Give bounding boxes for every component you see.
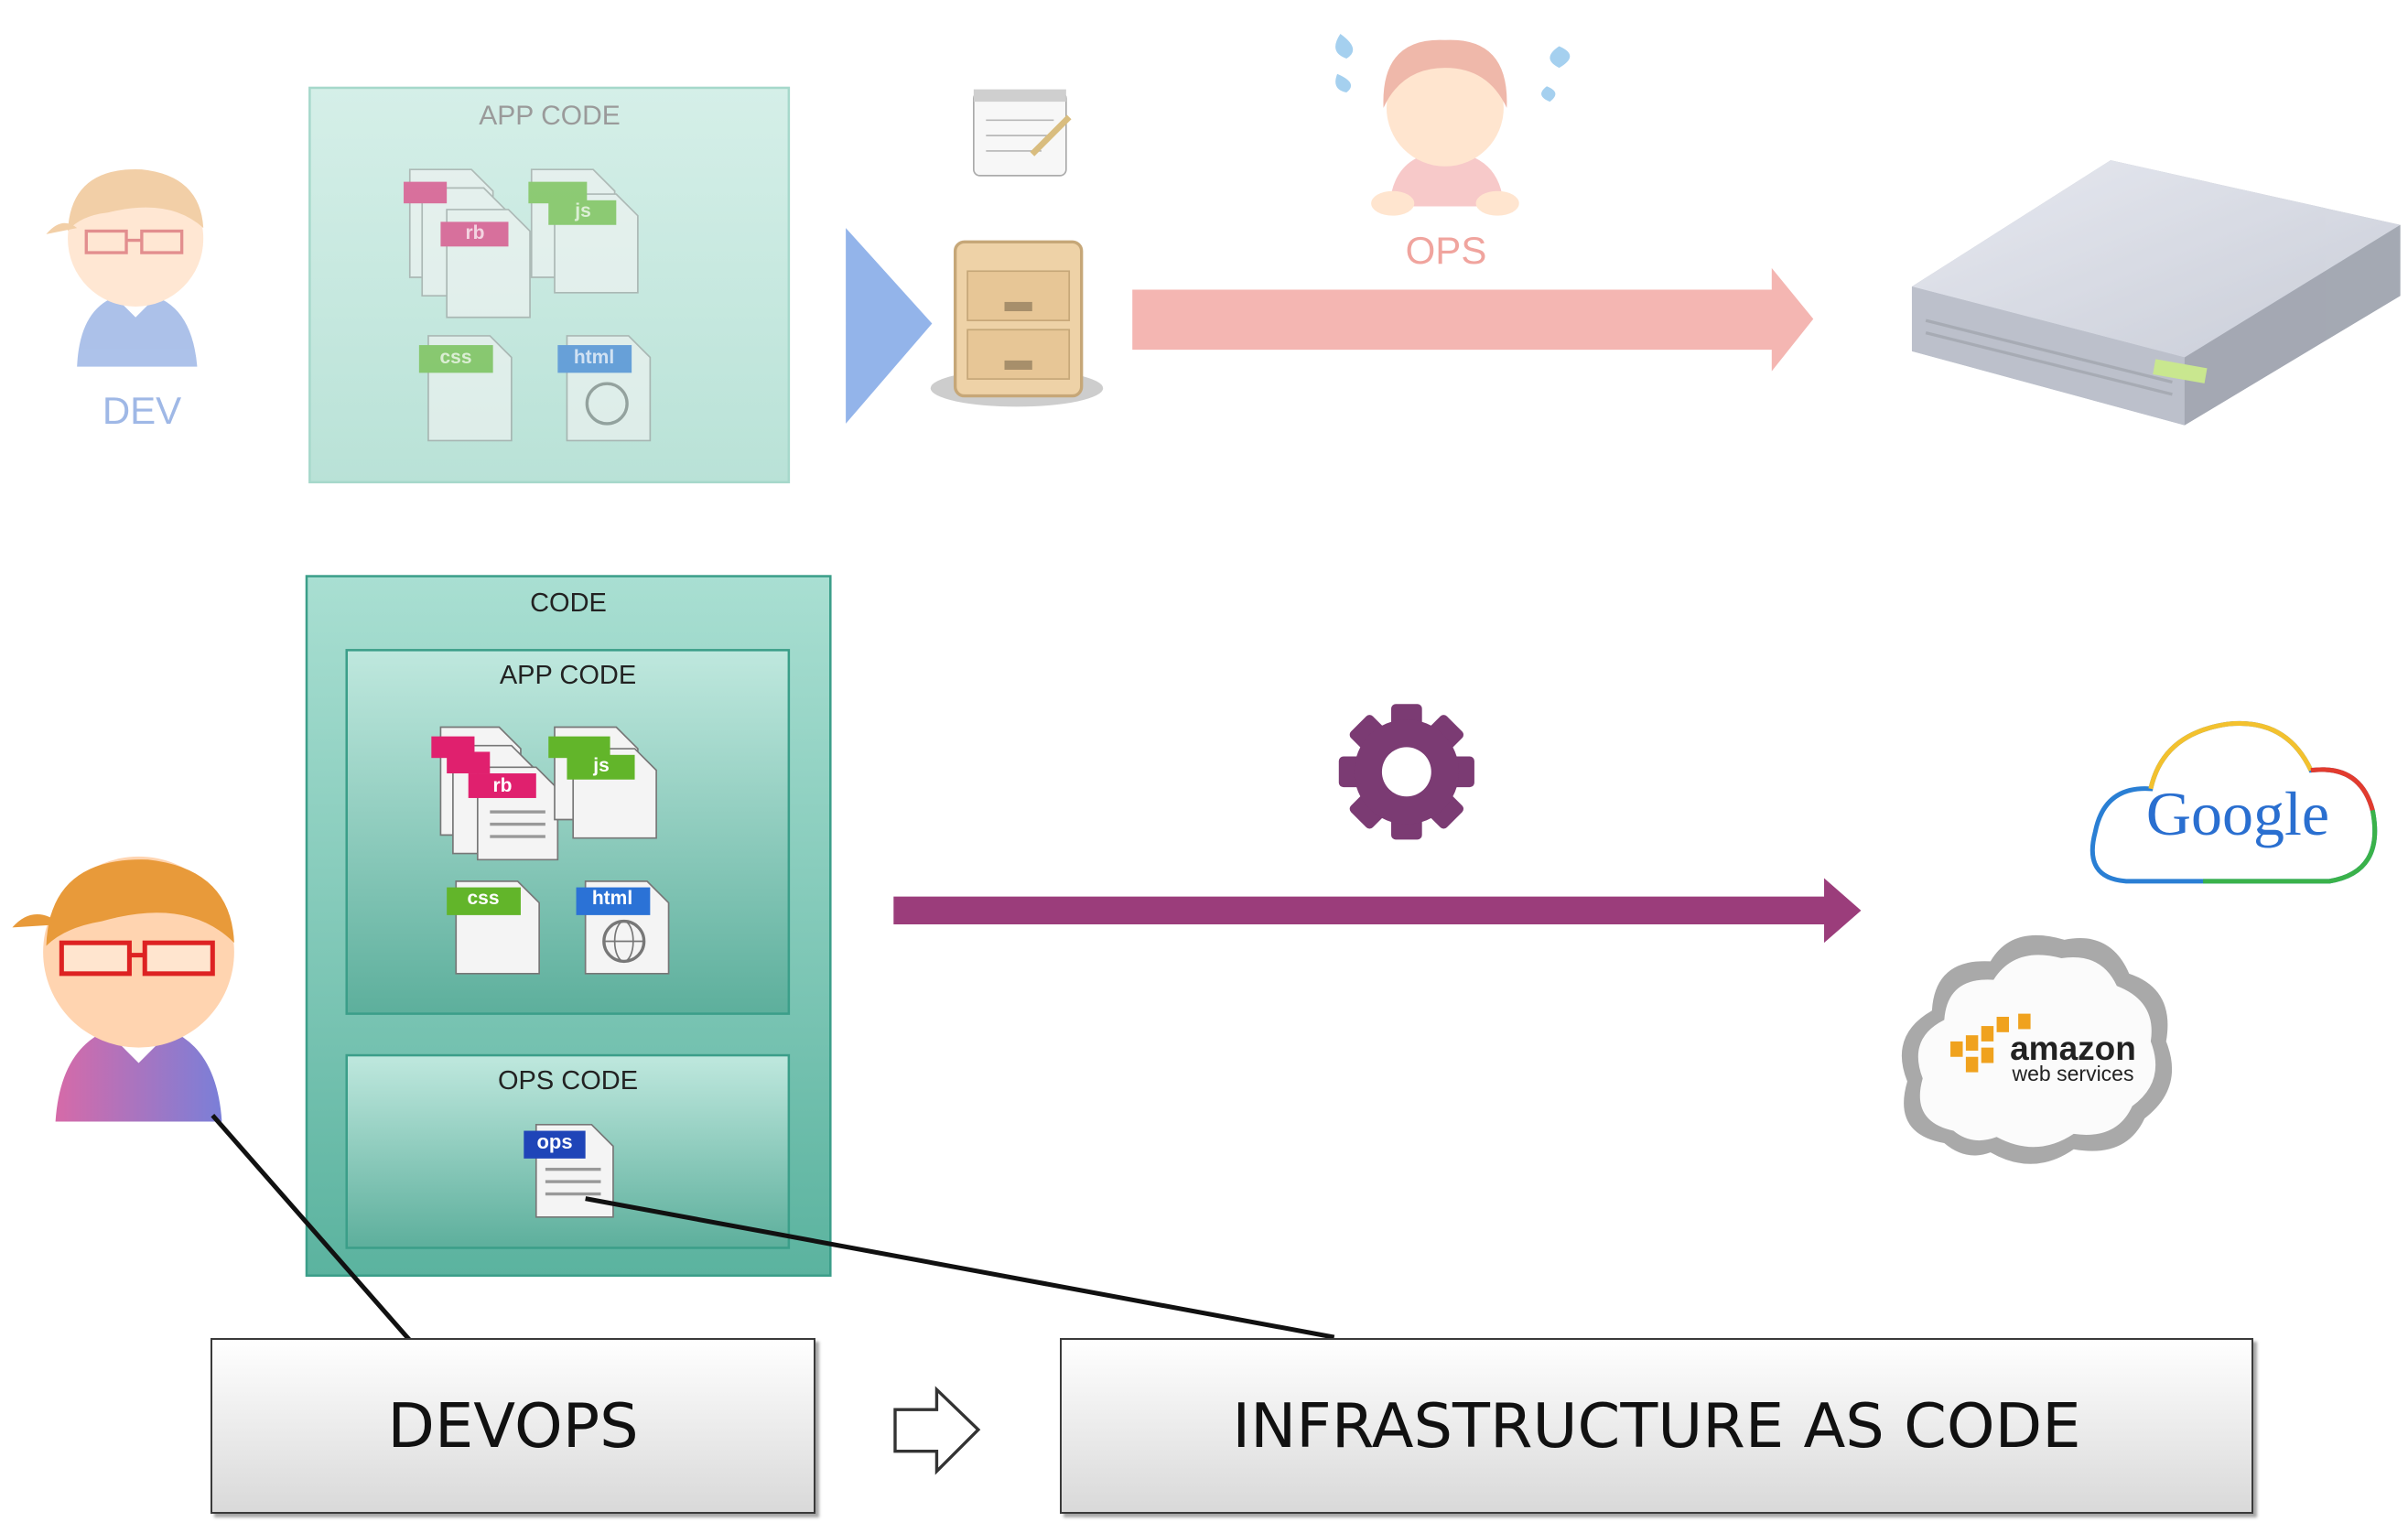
- server-icon: [1911, 160, 2401, 426]
- devops-person-icon: [12, 856, 234, 1122]
- ops-file-icon: [524, 1123, 614, 1218]
- js-tag: js: [593, 755, 610, 776]
- code-title: CODE: [530, 588, 607, 618]
- css-file-icon: [447, 880, 540, 975]
- ops-label: OPS: [1405, 229, 1487, 272]
- css-tag: css: [467, 888, 500, 909]
- deploy-arrow: [893, 878, 1862, 944]
- amazon-cloud-icon: [1901, 934, 2173, 1164]
- js-file-icon: [548, 726, 657, 839]
- app-code-title: APP CODE: [499, 661, 637, 690]
- iac-connector-line: [585, 1196, 1335, 1340]
- css-file-icon: [418, 335, 513, 442]
- infrastructure-as-code-box: INFRASTRUCTURE AS CODE: [1060, 1338, 2253, 1514]
- top-file-icons: [404, 168, 652, 442]
- top-css-tag: css: [439, 347, 472, 368]
- handoff-triangle-icon: [846, 228, 933, 424]
- amazon-subtitle-text: web services: [2012, 1062, 2134, 1085]
- ops-person-icon: [1335, 34, 1571, 216]
- iac-box-label: INFRASTRUCTURE AS CODE: [1232, 1390, 2081, 1462]
- ops-code-title: OPS CODE: [497, 1066, 639, 1096]
- top-js-tag: js: [575, 200, 591, 221]
- html-file-icon: [557, 335, 652, 442]
- html-tag: html: [591, 888, 633, 909]
- file-cabinet-icon: [930, 240, 1104, 407]
- google-cloud-icon: [2089, 720, 2378, 884]
- bottom-file-icons: [431, 726, 670, 1218]
- top-rb-tag: rb: [465, 222, 485, 243]
- top-html-tag: html: [573, 347, 615, 368]
- devops-box-label: DEVOPS: [387, 1390, 639, 1462]
- notepad-icon: [973, 89, 1072, 177]
- devops-box: DEVOPS: [211, 1338, 815, 1514]
- ops-deploy-arrow: [1132, 267, 1814, 372]
- html-file-icon: [576, 880, 670, 975]
- top-app-code-title: APP CODE: [479, 101, 621, 131]
- amazon-logo-text: amazon: [2010, 1030, 2136, 1067]
- dev-label: DEV: [102, 389, 182, 432]
- rb-file-icon: [404, 168, 531, 318]
- js-file-icon: [528, 168, 639, 294]
- rb-file-icon: [431, 726, 559, 861]
- app-code-box: [345, 649, 791, 1015]
- google-logo-text: Google: [2145, 779, 2330, 848]
- top-app-code-box: [308, 86, 791, 484]
- next-step-arrow: [893, 1386, 981, 1475]
- devops-connector-line: [211, 1114, 412, 1343]
- dev-person-icon: [46, 169, 204, 367]
- ops-tag: ops: [536, 1130, 573, 1153]
- rb-tag: rb: [492, 775, 513, 796]
- gear-icon: [1338, 704, 1474, 840]
